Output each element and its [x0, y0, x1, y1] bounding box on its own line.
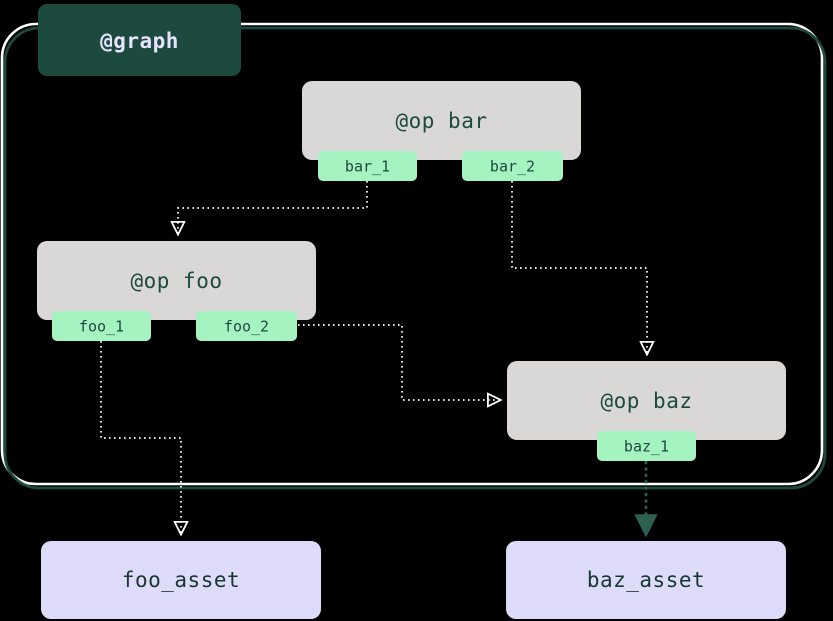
op-node-foo[interactable]: @op foo foo_1 foo_2 [37, 241, 316, 341]
op-node-bar-label: @op bar [395, 109, 487, 133]
port-foo-1-label: foo_1 [79, 318, 124, 336]
graph-cluster-label-box[interactable]: @graph [38, 4, 241, 76]
graph-cluster-border [0, 22, 827, 490]
port-bar-1[interactable]: bar_1 [318, 151, 417, 181]
edge-foo1-to-foo-asset [100, 341, 181, 534]
port-foo-2-chip[interactable] [196, 311, 297, 341]
cluster-label-box-rect[interactable] [38, 4, 241, 76]
port-bar-2-label: bar_2 [490, 158, 535, 176]
cluster-border-main [3, 26, 827, 490]
op-node-bar-body[interactable] [302, 81, 581, 160]
port-bar-2[interactable]: bar_2 [462, 151, 563, 181]
port-baz-1-chip[interactable] [597, 431, 696, 461]
port-bar-1-label: bar_1 [345, 158, 390, 176]
op-node-bar[interactable]: @op bar bar_1 bar_2 [302, 81, 581, 181]
asset-node-baz[interactable]: baz_asset [506, 541, 786, 619]
port-baz-1[interactable]: baz_1 [597, 431, 696, 461]
asset-node-foo-label: foo_asset [122, 568, 240, 592]
op-node-baz-label: @op baz [600, 389, 692, 413]
asset-node-foo[interactable]: foo_asset [41, 541, 321, 619]
op-node-foo-body[interactable] [37, 241, 316, 320]
port-bar-2-chip[interactable] [462, 151, 563, 181]
port-bar-1-chip[interactable] [318, 151, 417, 181]
port-foo-1-chip[interactable] [52, 311, 151, 341]
op-node-baz[interactable]: @op baz baz_1 [507, 361, 786, 461]
asset-node-baz-body[interactable] [506, 541, 786, 619]
op-node-baz-body[interactable] [507, 361, 786, 440]
op-node-foo-label: @op foo [130, 269, 222, 293]
edge-bar2-to-baz [511, 181, 647, 354]
edge-bar1-to-foo [178, 181, 368, 234]
asset-node-foo-body[interactable] [41, 541, 321, 619]
edge-layer [100, 181, 647, 534]
edge-foo2-to-baz [298, 324, 500, 400]
port-foo-2-label: foo_2 [224, 318, 269, 336]
port-baz-1-label: baz_1 [624, 438, 669, 456]
port-foo-2[interactable]: foo_2 [196, 311, 297, 341]
cluster-label-text: @graph [100, 29, 179, 53]
asset-node-baz-label: baz_asset [587, 568, 705, 592]
port-foo-1[interactable]: foo_1 [52, 311, 151, 341]
cluster-border-highlight [0, 22, 824, 486]
